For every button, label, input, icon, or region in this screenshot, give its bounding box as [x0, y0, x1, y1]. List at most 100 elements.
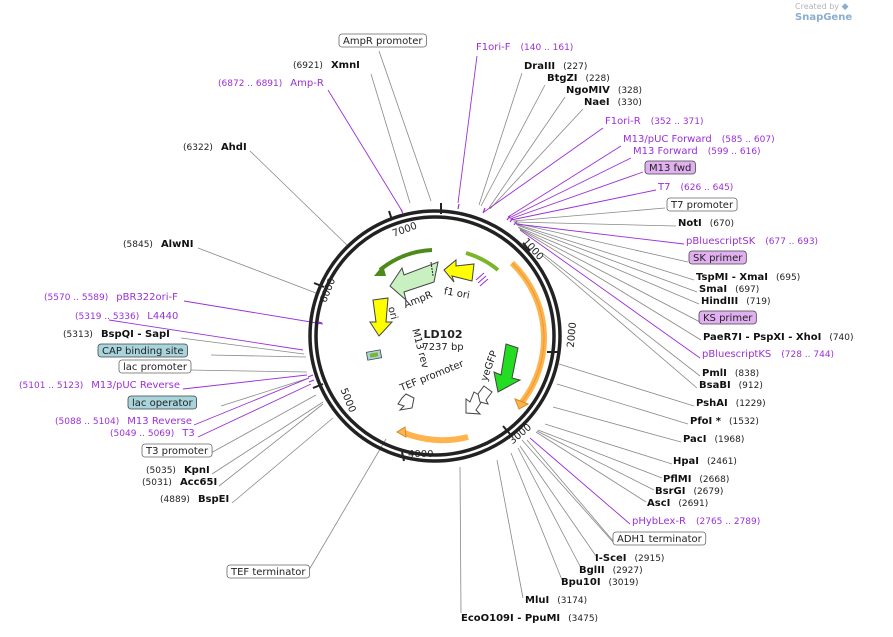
label-box-lac-operator[interactable] — [127, 395, 197, 410]
f1-ori-feature[interactable] — [443, 258, 475, 283]
site-pos-bsrgi[interactable]: (2679) — [693, 487, 723, 497]
label-adh1-terminator[interactable]: ADH1 terminator — [617, 534, 703, 545]
site-bpu10i[interactable]: Bpu10I — [561, 577, 601, 588]
label-lac-promoter[interactable]: lac promoter — [123, 362, 188, 373]
site-paci[interactable]: PacI — [683, 434, 706, 445]
primer-m13-forward[interactable]: M13 Forward — [633, 146, 698, 157]
primer-range-l4440[interactable]: (5319 .. 5336) — [75, 312, 139, 322]
primer-range-t7[interactable]: (626 .. 645) — [680, 183, 733, 193]
site-tspmi[interactable]: TspMI - XmaI — [696, 272, 768, 283]
site-pos-alwni[interactable]: (5845) — [123, 240, 153, 250]
label-box-m13-fwd[interactable] — [644, 160, 696, 175]
site-ngomiv[interactable]: NgoMIV — [566, 85, 610, 96]
primer-range-f1ori-r[interactable]: (352 .. 371) — [651, 117, 704, 127]
primer-m13-reverse[interactable]: M13 Reverse — [127, 416, 192, 427]
site-ahdi[interactable]: AhdI — [221, 142, 247, 153]
site-pos-mlui[interactable]: (3174) — [557, 596, 587, 606]
label-box-ampr-promoter[interactable] — [338, 33, 427, 48]
ampr-feature[interactable] — [389, 261, 439, 302]
site-pos-smai[interactable]: (697) — [735, 285, 759, 295]
primer-pbluescriptsk[interactable]: pBluescriptSK — [686, 236, 756, 247]
site-pshai[interactable]: PshAI — [696, 398, 728, 409]
label-box-lac-promoter[interactable] — [118, 359, 192, 374]
site-pos-ngomiv[interactable]: (328) — [618, 86, 642, 96]
yegfp-feature[interactable] — [493, 343, 522, 393]
label-box-tef-terminator[interactable] — [226, 564, 310, 579]
primer-range-m13-puc-reverse[interactable]: (5101 .. 5123) — [19, 381, 83, 391]
primer-f1ori-r[interactable]: F1ori-R — [605, 116, 641, 127]
site-pos-btgzi[interactable]: (228) — [586, 74, 610, 84]
site-i-scei[interactable]: I-SceI — [595, 553, 627, 564]
site-pos-bglii[interactable]: (2927) — [613, 566, 643, 576]
ampr-arc[interactable] — [378, 248, 433, 272]
site-pos-i-scei[interactable]: (2915) — [635, 554, 665, 564]
site-acc65i[interactable]: Acc65I — [180, 477, 217, 488]
primer-m13-puc-reverse[interactable]: M13/pUC Reverse — [91, 380, 180, 391]
site-alwni[interactable]: AlwNI — [161, 239, 194, 250]
label-sk-primer[interactable]: SK primer — [693, 253, 743, 264]
tef-promoter-feature[interactable] — [397, 393, 415, 411]
site-pos-tspmi[interactable]: (695) — [776, 273, 800, 283]
site-bsrgi[interactable]: BsrGI — [655, 486, 685, 497]
label-lac-operator[interactable]: lac operator — [132, 398, 193, 409]
site-asci[interactable]: AscI — [647, 498, 670, 509]
site-pos-pfoi[interactable]: (1532) — [729, 417, 759, 427]
site-mlui[interactable]: MluI — [525, 595, 549, 606]
label-t3-promoter[interactable]: T3 promoter — [145, 446, 209, 457]
site-kpni[interactable]: KpnI — [184, 465, 210, 476]
site-pos-paer7i[interactable]: (740) — [829, 333, 853, 343]
site-pos-bpu10i[interactable]: (3019) — [609, 578, 639, 588]
site-pos-paci[interactable]: (1968) — [714, 435, 744, 445]
site-bsabi[interactable]: BsaBI — [699, 380, 731, 391]
primer-range-pbluescriptsk[interactable]: (677 .. 693) — [765, 237, 818, 247]
primer-pbluescriptks[interactable]: pBluescriptKS — [702, 349, 771, 360]
site-pos-xmni[interactable]: (6921) — [293, 61, 323, 71]
site-pflmi[interactable]: PflMI — [663, 474, 691, 485]
site-pos-pmli[interactable]: (838) — [735, 369, 759, 379]
site-naei[interactable]: NaeI — [584, 97, 610, 108]
primer-l4440[interactable]: L4440 — [147, 311, 178, 322]
site-draiii[interactable]: DraIII — [524, 61, 555, 72]
site-smai[interactable]: SmaI — [699, 284, 727, 295]
site-pos-bspei[interactable]: (4889) — [160, 495, 190, 505]
f1-ori-arc[interactable] — [465, 251, 500, 272]
primer-range-amp-r[interactable]: (6872 .. 6891) — [218, 79, 282, 89]
primer-m13-puc-forward[interactable]: M13/pUC Forward — [623, 134, 712, 145]
site-pos-bsabi[interactable]: (912) — [739, 381, 763, 391]
orf-arc-lower[interactable] — [400, 429, 469, 444]
site-pos-naei[interactable]: (330) — [618, 98, 642, 108]
site-bglii[interactable]: BglII — [579, 565, 605, 576]
label-box-cap-binding-site[interactable] — [97, 343, 188, 358]
primer-t3[interactable]: T3 — [181, 428, 194, 439]
adh1-terminator-feature-2[interactable] — [477, 385, 493, 405]
primer-f1ori-f[interactable]: F1ori-F — [476, 42, 511, 53]
label-box-t3-promoter[interactable] — [141, 443, 213, 458]
site-pos-hpai[interactable]: (2461) — [707, 457, 737, 467]
site-bspqi[interactable]: BspQI - SapI — [101, 329, 170, 340]
primer-range-pbr322ori-f[interactable]: (5570 .. 5589) — [44, 293, 108, 303]
site-pos-eco0109i[interactable]: (3475) — [568, 614, 598, 624]
label-tef-terminator[interactable]: TEF terminator — [230, 567, 306, 578]
primer-phyblex-r[interactable]: pHybLex-R — [632, 516, 686, 527]
primer-range-t3[interactable]: (5049 .. 5069) — [110, 429, 174, 439]
label-box-adh1-terminator[interactable] — [612, 531, 707, 546]
primer-range-m13-reverse[interactable]: (5088 .. 5104) — [55, 417, 119, 427]
site-pos-pshai[interactable]: (1229) — [736, 399, 766, 409]
primer-pbr322ori-f[interactable]: pBR322ori-F — [116, 292, 178, 303]
label-m13-fwd[interactable]: M13 fwd — [649, 163, 691, 174]
primer-range-pbluescriptks[interactable]: (728 .. 744) — [781, 350, 834, 360]
site-pmli[interactable]: PmlI — [702, 368, 727, 379]
label-ampr-promoter[interactable]: AmpR promoter — [343, 36, 423, 47]
label-box-ks-primer[interactable] — [698, 310, 757, 325]
site-bspei[interactable]: BspEI — [198, 494, 229, 505]
label-t7-promoter[interactable]: T7 promoter — [670, 200, 734, 211]
site-pos-bspqi[interactable]: (5313) — [63, 330, 93, 340]
site-pfoi[interactable]: PfoI * — [690, 416, 722, 427]
label-cap-binding-site[interactable]: CAP binding site — [102, 346, 184, 357]
label-box-t7-promoter[interactable] — [666, 197, 738, 212]
site-noti[interactable]: NotI — [678, 218, 702, 229]
site-hindiii[interactable]: HindIII — [701, 296, 738, 307]
site-pos-acc65i[interactable]: (5031) — [142, 478, 172, 488]
site-hpai[interactable]: HpaI — [673, 456, 699, 467]
primer-range-m13-puc-forward[interactable]: (585 .. 607) — [722, 135, 775, 145]
